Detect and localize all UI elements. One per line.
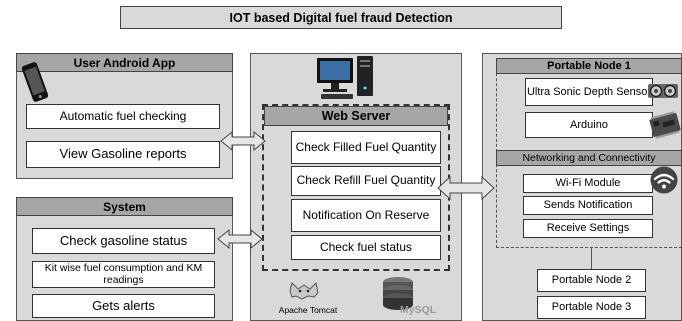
web-server-item-check-filled-fuel-quantity[interactable]: Check Filled Fuel Quantity: [291, 131, 441, 164]
networking-item-wifi-module[interactable]: Wi-Fi Module: [523, 174, 653, 193]
networking-item-receive-settings[interactable]: Receive Settings: [523, 219, 653, 238]
diagram-title: IOT based Digital fuel fraud Detection: [120, 6, 562, 29]
portable-node-2[interactable]: Portable Node 2: [537, 269, 646, 292]
diagram-title-text: IOT based Digital fuel fraud Detection: [229, 10, 453, 25]
system-item-kit-wise-fuel-consumption[interactable]: Kit wise fuel consumption and KM reading…: [32, 261, 215, 288]
arduino-board-icon: [648, 110, 682, 140]
node-connector-line: [591, 248, 592, 269]
mysql-database-icon: MySQL: [376, 274, 448, 320]
user-app-header: User Android App: [16, 53, 233, 72]
wifi-icon: [648, 166, 680, 194]
smartphone-icon: [21, 60, 49, 104]
portable-node-1-header: Portable Node 1: [496, 58, 682, 74]
ultrasonic-sensor-icon: [646, 76, 680, 106]
user-app-item-view-gasoline-reports[interactable]: View Gasoline reports: [26, 141, 220, 168]
system-item-check-gasoline-status[interactable]: Check gasoline status: [32, 228, 215, 254]
portable-node-3[interactable]: Portable Node 3: [537, 296, 646, 319]
portable-node-1-header-text: Portable Node 1: [547, 60, 631, 72]
web-server-header-text: Web Server: [321, 109, 391, 123]
tomcat-logo-label: Apache Tomcat: [278, 305, 338, 315]
desktop-computer-icon: [313, 54, 377, 102]
networking-header-text: Networking and Connectivity: [522, 152, 656, 164]
web-server-item-notification-on-reserve[interactable]: Notification On Reserve: [291, 199, 441, 232]
web-server-item-check-fuel-status[interactable]: Check fuel status: [291, 235, 441, 260]
networking-header: Networking and Connectivity: [496, 150, 682, 166]
user-app-item-automatic-fuel-checking[interactable]: Automatic fuel checking: [26, 104, 220, 129]
user-app-header-text: User Android App: [73, 55, 176, 70]
networking-item-sends-notification[interactable]: Sends Notification: [523, 196, 653, 215]
web-server-item-check-refill-fuel-quantity[interactable]: Check Refill Fuel Quantity: [291, 166, 441, 196]
node1-item-arduino[interactable]: Arduino: [525, 112, 653, 138]
system-item-gets-alerts[interactable]: Gets alerts: [32, 294, 215, 318]
node1-item-ultrasonic-depth-sensor[interactable]: Ultra Sonic Depth Sensor: [525, 78, 653, 106]
system-header-text: System: [103, 199, 146, 214]
mysql-logo-label: MySQL: [400, 304, 437, 316]
tomcat-logo: Apache Tomcat: [268, 279, 348, 319]
web-server-header: Web Server: [264, 106, 448, 126]
system-header: System: [16, 197, 233, 216]
